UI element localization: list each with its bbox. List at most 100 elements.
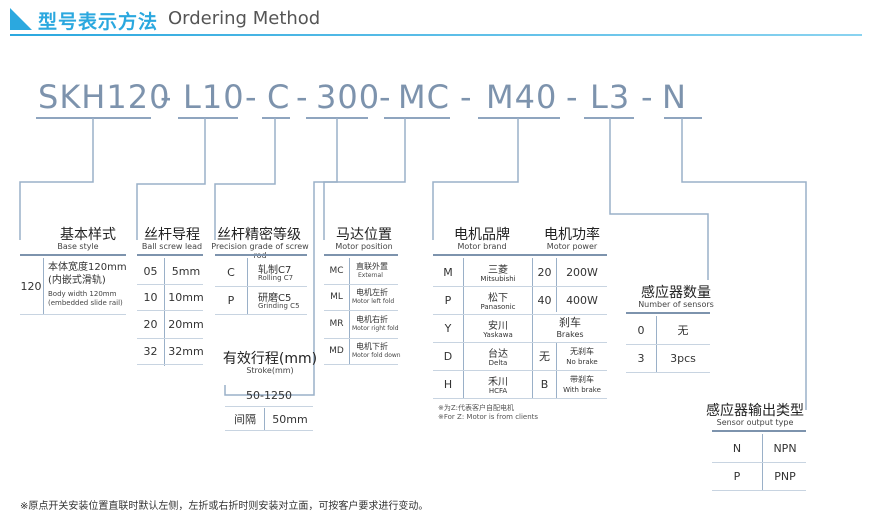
model-dash: - xyxy=(160,78,172,116)
motor-brand-zh: 松下 xyxy=(488,292,508,304)
sensors-title-zh: 感应器数量 xyxy=(641,285,711,301)
motor-pos-en: Motor left fold xyxy=(352,298,395,305)
underline-sensor-type xyxy=(664,117,702,119)
model-part-motor: M40 xyxy=(486,78,558,116)
sensor-type-title-en: Sensor output type xyxy=(716,418,794,427)
precision-row-divider xyxy=(215,286,307,287)
sensor-type-bottom-line xyxy=(712,490,806,491)
motor-brand-zh: 台达 xyxy=(488,348,508,360)
motor-brand-code: H xyxy=(443,377,453,391)
motor-brand-en: Mitsubishi xyxy=(480,275,516,283)
motor-brand-code: P xyxy=(444,293,452,307)
model-dash: - xyxy=(566,78,578,116)
underline-lead xyxy=(178,117,238,119)
underline-sensors xyxy=(584,117,634,119)
sensor-type-title-divider xyxy=(712,430,806,432)
sensor-type-value: NPN xyxy=(773,441,797,455)
motor-brand-zh: 安川 xyxy=(488,320,508,332)
motor-pos-en: Motor right fold xyxy=(352,325,399,332)
stroke-title-zh: 有效行程(mm) xyxy=(222,351,318,367)
precision-code: P xyxy=(227,293,235,307)
stroke-col-divider xyxy=(264,408,265,430)
motor-pos-zh: 电机左折 xyxy=(356,288,388,297)
lead-row-divider xyxy=(137,338,203,339)
base-title-zh: 基本样式 xyxy=(60,227,116,243)
precision-en: Rolling C7 xyxy=(258,274,294,282)
motor-bottom-line xyxy=(433,398,607,399)
model-dash: - xyxy=(296,78,308,116)
sensors-row-divider xyxy=(626,344,710,345)
sensor-type-code: N xyxy=(732,441,742,455)
motor-power-code: 20 xyxy=(537,265,552,279)
base-col-divider xyxy=(43,258,44,314)
motor-brand-en: Panasonic xyxy=(480,303,516,311)
motor-pos-col-divider xyxy=(349,258,350,364)
base-desc-en2: (embedded slide rail) xyxy=(48,299,123,307)
underline-motor xyxy=(478,117,560,119)
motor-pos-row-divider xyxy=(324,338,398,339)
sensor-type-row-divider xyxy=(712,462,806,463)
stroke-interval-value: 50mm xyxy=(272,412,308,426)
motor-power-value: 200W xyxy=(566,265,598,279)
motor-power-title-zh: 电机功率 xyxy=(544,227,600,243)
motor-row-divider xyxy=(433,342,607,343)
brake-title-zh: 刹车 xyxy=(559,316,581,329)
base-title-divider xyxy=(20,254,126,256)
lead-row-divider xyxy=(137,284,203,285)
motor-note-zh: ※为Z:代表客户自配电机 xyxy=(438,404,515,412)
motor-brand-en: Delta xyxy=(488,359,508,367)
motor-pos-row-divider xyxy=(324,310,398,311)
motor-pos-title-divider xyxy=(324,254,398,256)
base-desc-en: Body width 120mm xyxy=(48,290,117,298)
precision-zh: 研磨C5 xyxy=(258,293,292,304)
motor-pos-en: Motor fold down xyxy=(352,352,401,359)
motor-pos-code: MR xyxy=(329,319,344,329)
brake-title-en: Brakes xyxy=(556,330,584,339)
precision-row-divider xyxy=(215,314,307,315)
lead-col-divider xyxy=(164,258,165,366)
motor-brand-title-zh: 电机品牌 xyxy=(454,227,510,243)
lead-code: 32 xyxy=(143,344,158,358)
precision-en: Grinding C5 xyxy=(258,302,300,310)
lead-row-divider xyxy=(137,364,203,365)
motor-power-value: 400W xyxy=(566,293,598,307)
brake-en: With brake xyxy=(563,386,601,394)
precision-code: C xyxy=(227,265,235,279)
sensors-bottom-line xyxy=(626,372,710,373)
sensor-type-value: PNP xyxy=(774,469,796,483)
header-title-zh: 型号表示方法 xyxy=(38,11,159,33)
motor-note-en: ※For Z: Motor is from clients xyxy=(438,413,539,421)
motor-pos-code: MC xyxy=(329,266,344,276)
model-part-lead: L10 xyxy=(183,78,245,116)
motor-row-divider xyxy=(433,286,607,287)
motor-pos-code: ML xyxy=(330,292,343,302)
motor-power-col-divider xyxy=(556,258,557,312)
header-title-en: Ordering Method xyxy=(168,8,321,29)
underline-precision xyxy=(262,117,290,119)
sensors-value: 3pcs xyxy=(670,351,696,365)
sensors-value: 无 xyxy=(677,324,689,337)
sensor-type-code: P xyxy=(733,469,741,483)
motor-pos-row-divider xyxy=(324,284,398,285)
brake-en: No brake xyxy=(566,358,598,366)
motor-brand-title-en: Motor brand xyxy=(457,242,507,251)
base-desc-zh2: (内嵌式滑轨) xyxy=(48,275,106,286)
model-dash: - xyxy=(379,78,391,116)
motor-brand-en: Yaskawa xyxy=(483,331,513,339)
sensors-title-en: Number of sensors xyxy=(638,300,714,309)
motor-brand-power-divider xyxy=(532,258,533,398)
brake-code: 无 xyxy=(539,350,550,363)
model-part-sensor-type: N xyxy=(662,78,687,116)
underline-motor-position xyxy=(384,117,450,119)
base-desc-zh: 本体宽度120mm xyxy=(48,262,127,273)
base-title-en: Base style xyxy=(57,242,99,251)
model-part-stroke: 300 xyxy=(316,78,381,116)
brake-zh: 无刹车 xyxy=(570,347,594,356)
lead-title-en: Ball screw lead xyxy=(141,242,203,251)
motor-pos-title-en: Motor position xyxy=(335,242,393,251)
base-bottom-line xyxy=(20,314,126,315)
model-part-sensors: L3 xyxy=(590,78,631,116)
motor-brand-zh: 三菱 xyxy=(488,264,508,276)
precision-zh: 轧制C7 xyxy=(258,265,292,276)
